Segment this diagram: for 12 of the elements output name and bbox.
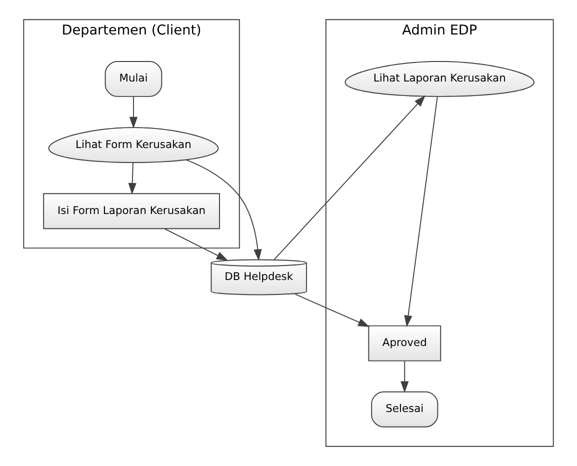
arrow bbox=[164, 228, 228, 261]
arrow bbox=[404, 96, 438, 328]
arrow bbox=[294, 294, 370, 327]
node-box: Aproved bbox=[368, 325, 442, 362]
arrow bbox=[128, 162, 136, 195]
arrow bbox=[400, 360, 409, 393]
node-box: Mulai bbox=[104, 60, 162, 97]
node-box: Isi Form Laporan Kerusakan bbox=[43, 193, 220, 230]
arrow bbox=[129, 96, 138, 129]
arrow bbox=[186, 159, 262, 261]
arrow bbox=[274, 95, 426, 260]
node-box: Selesai bbox=[371, 391, 438, 428]
